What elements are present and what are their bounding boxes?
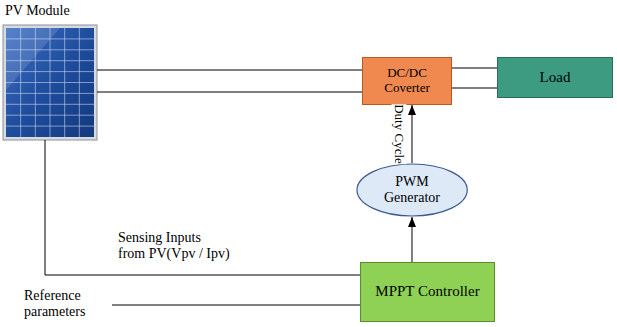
panel-cells xyxy=(6,28,94,137)
connector-label: Sensing Inputs from PV(Vpv / Ipv) xyxy=(118,230,253,262)
node-label: DC/DC Coverter xyxy=(370,66,444,96)
node-label: PWM Generator xyxy=(376,174,448,206)
reference-wire xyxy=(112,305,360,306)
solar-panel-illustration xyxy=(3,25,97,140)
connector xyxy=(97,70,362,71)
panel-frame xyxy=(3,25,97,140)
input-label: Reference parameters xyxy=(24,288,96,320)
ellipse-shape xyxy=(357,164,467,216)
panel-sheen xyxy=(6,28,60,90)
connector xyxy=(97,92,362,93)
load-box: Load xyxy=(497,57,613,98)
connector xyxy=(452,68,497,69)
mppt-controller-box: MPPT Controller xyxy=(360,262,495,322)
connector xyxy=(411,105,412,163)
converter-box: DC/DC Coverter xyxy=(362,57,452,105)
node-label: Load xyxy=(540,69,571,86)
connector xyxy=(411,217,412,262)
pv-module: PV Module xyxy=(3,25,97,140)
connector-label: Duty Cycle xyxy=(392,104,407,164)
node-label: MPPT Controller xyxy=(375,283,479,300)
connector xyxy=(45,140,360,275)
module-heading: PV Module xyxy=(5,3,70,19)
connector xyxy=(452,88,497,89)
panel-grid xyxy=(6,28,94,137)
pwm-generator-ellipse: PWM Generator xyxy=(356,163,468,217)
